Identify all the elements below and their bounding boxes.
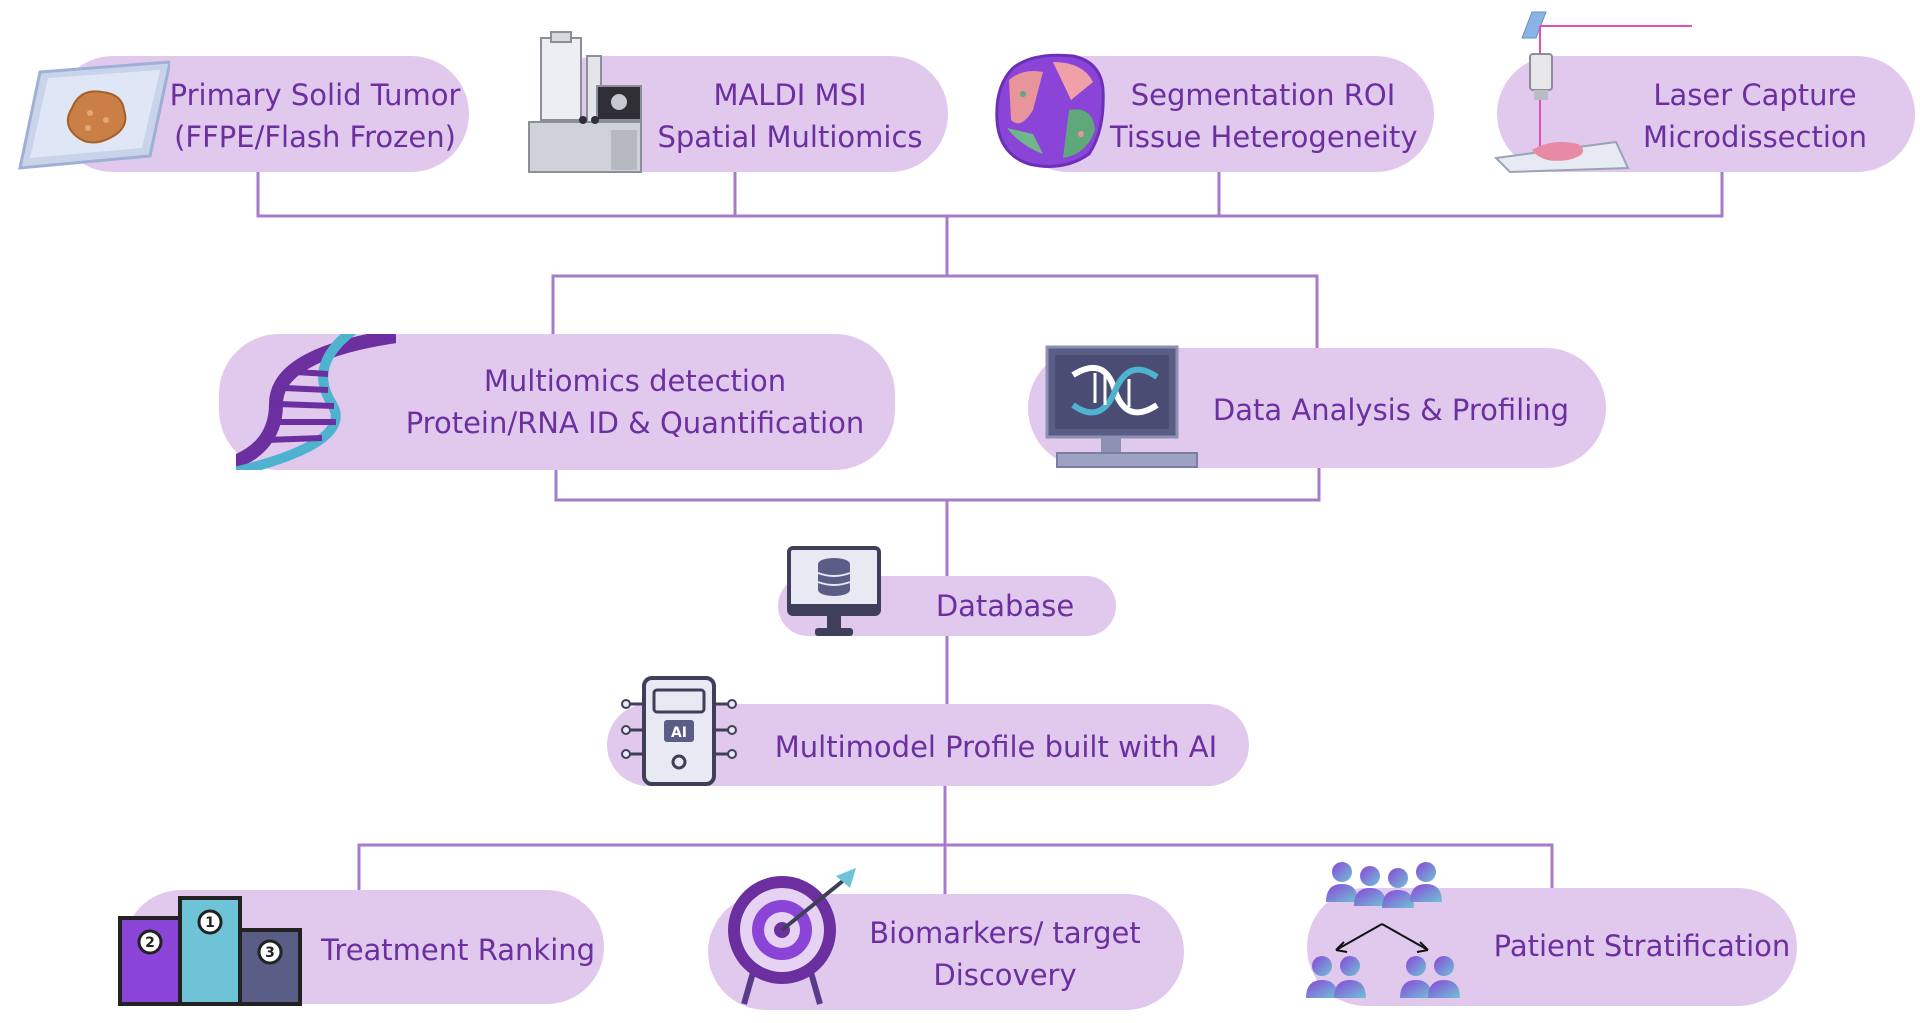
microscope-laser-icon	[1493, 11, 1692, 174]
podium-number-2: 2	[145, 935, 155, 951]
connector-top-to-middle	[551, 216, 1319, 352]
ai-chip-text: AI	[671, 725, 687, 741]
node-treatment-ranking-label: Treatment Ranking	[320, 933, 596, 967]
podium-ranking-icon: 2 1 3	[118, 896, 302, 1006]
computer-dna-icon	[1045, 345, 1198, 468]
connector-ai-to-outputs	[357, 784, 1554, 900]
people-groups-icon	[1306, 862, 1460, 998]
node-patient-stratification-label: Patient Stratification	[1493, 929, 1791, 963]
database-monitor-icon	[787, 546, 881, 636]
node-database-label: Database	[935, 589, 1075, 623]
target-arrow-icon	[728, 868, 856, 1005]
mass-spectrometer-icon	[528, 31, 642, 173]
connector-top-row	[256, 172, 1724, 218]
podium-number-1: 1	[205, 915, 215, 931]
tissue-segmentation-icon	[995, 53, 1105, 168]
podium-number-3: 3	[265, 945, 275, 961]
connector-middle-bottom	[554, 460, 1321, 502]
node-data-analysis-label: Data Analysis & Profiling	[1212, 393, 1570, 427]
node-primary-tumor-label: Primary Solid Tumor(FFPE/Flash Frozen)	[169, 78, 461, 154]
ai-chip-icon: AI	[621, 676, 737, 786]
tissue-slide-icon	[18, 60, 170, 170]
node-ai-profile-label: Multimodel Profile built with AI	[774, 730, 1218, 764]
dna-helix-icon	[236, 334, 396, 470]
